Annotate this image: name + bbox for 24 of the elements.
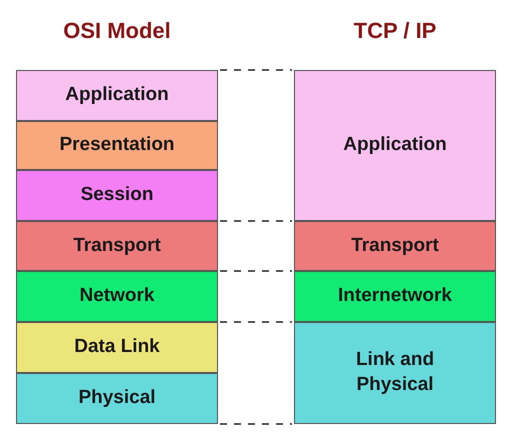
layer-label: Session [80, 183, 154, 208]
layer-box [16, 121, 218, 170]
layer-label: Transport [351, 234, 439, 258]
layer-box [294, 271, 496, 322]
layer-label: Network [80, 284, 154, 308]
layer-box [16, 170, 218, 221]
layer-box [16, 271, 218, 322]
layer-label: Application [65, 83, 169, 108]
layer-box [16, 70, 218, 121]
layer-box [294, 70, 496, 221]
layer-label: Link and Physical [354, 348, 436, 397]
layer-box [16, 373, 218, 424]
layer-label: Physical [78, 386, 156, 410]
layer-label: Transport [73, 234, 161, 258]
layer-box [16, 221, 218, 271]
column-heading: OSI Model [62, 18, 172, 44]
layer-label: Application [343, 133, 447, 158]
column-heading: TCP / IP [352, 18, 438, 44]
layer-label: Internetwork [338, 284, 452, 308]
layer-box [16, 322, 218, 373]
layer-label: Presentation [59, 133, 175, 158]
layer-box [294, 322, 496, 424]
layer-box [294, 221, 496, 271]
layer-label: Data Link [74, 335, 160, 360]
